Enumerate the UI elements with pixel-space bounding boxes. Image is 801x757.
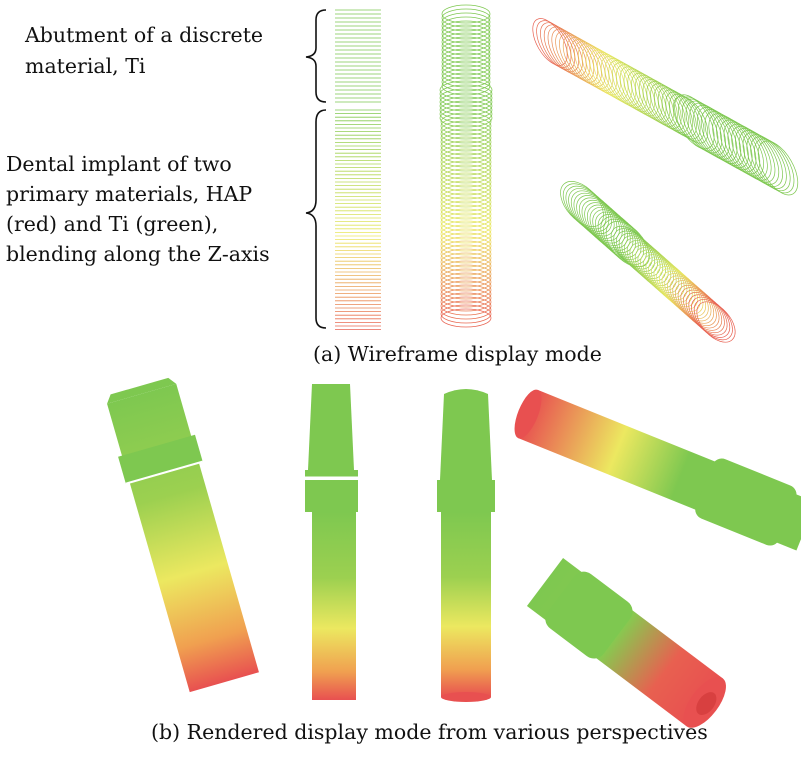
- wireframe-tilted-rings-lower: [560, 181, 736, 343]
- rendered-implant-upper-right: [514, 389, 801, 551]
- wireframe-tilted-rings-upper: [532, 18, 799, 196]
- rendered-implant-tilted: [107, 377, 259, 693]
- caption-wireframe: (a) Wireframe display mode: [313, 342, 602, 366]
- rendered-implant-lower-right: [526, 558, 726, 728]
- rendered-implant-vertical-split: [305, 384, 358, 700]
- abutment-brace: [305, 9, 327, 103]
- abutment-label: Abutment of a discrete material, Ti: [24, 23, 270, 78]
- wireframe-vertical-rings: [439, 4, 493, 328]
- wireframe-side-stack: [335, 9, 381, 331]
- rendered-implant-vertical: [437, 389, 495, 702]
- caption-rendered: (b) Rendered display mode from various p…: [151, 720, 708, 744]
- implant-brace: [305, 109, 327, 329]
- implant-label: Dental implant of two primary materials,…: [6, 152, 270, 266]
